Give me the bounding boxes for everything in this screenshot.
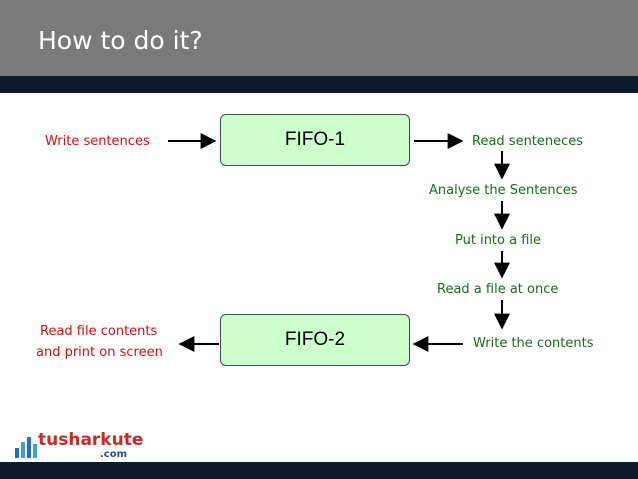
logo-name: tusharkute [38,430,144,450]
read-sentences-label: Read senteneces [472,134,584,149]
logo-tld: .com [100,449,128,460]
read-file-label-line1: Read file contents [40,324,158,339]
analyse-label: Analyse the Sentences [429,183,578,198]
slide-header: How to do it? [0,0,638,76]
fifo2-label: FIFO-2 [284,329,346,350]
read-file-label-line2: and print on screen [36,345,163,360]
fifo1-box: FIFO-1 [220,114,410,166]
slide-title: How to do it? [38,26,203,55]
bar-chart-icon [15,437,37,458]
read-at-once-label: Read a file at once [437,282,559,297]
fifo2-box: FIFO-2 [220,314,410,366]
write-contents-label: Write the contents [473,336,594,351]
write-sentences-label: Write sentences [45,134,150,149]
put-into-file-label: Put into a file [455,233,542,248]
header-band [0,76,638,93]
fifo1-label: FIFO-1 [284,129,346,150]
footer-band [0,462,638,479]
